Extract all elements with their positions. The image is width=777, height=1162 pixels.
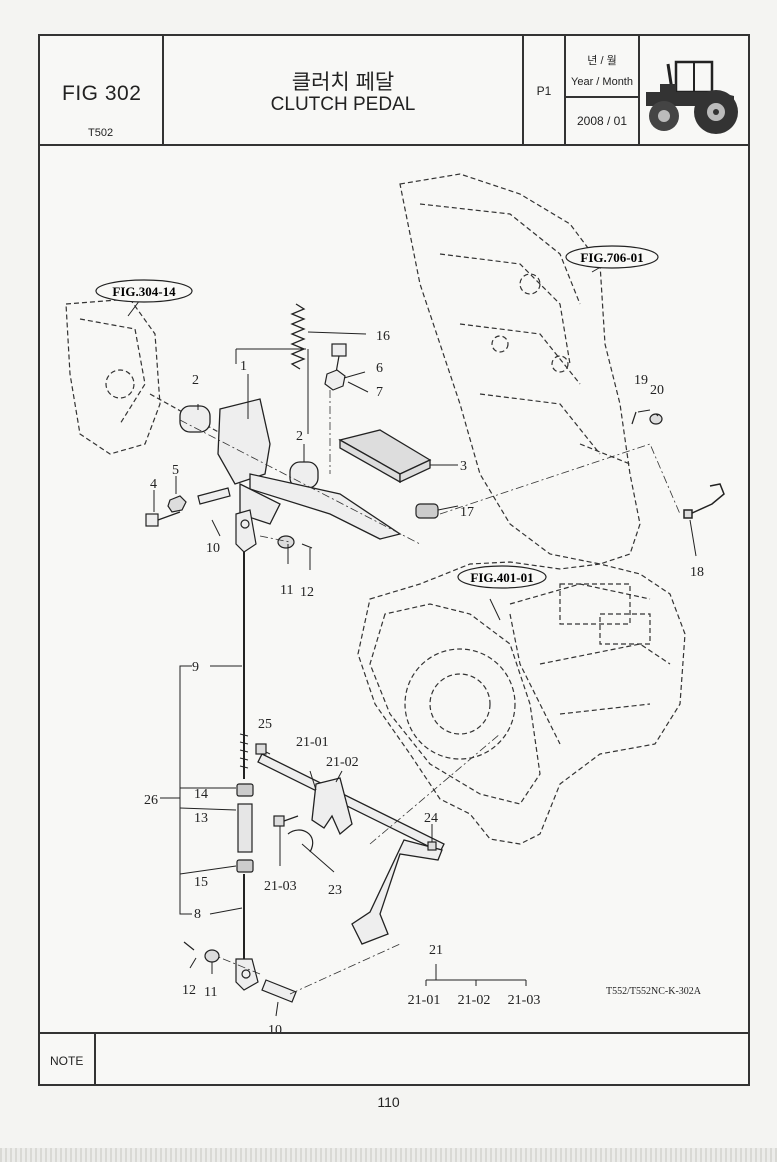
part-label: 13 xyxy=(194,811,208,826)
bolt-4 xyxy=(145,511,181,527)
legend-child: 21-03 xyxy=(508,993,541,1008)
fig-number: FIG 302 xyxy=(62,82,142,105)
nut-7 xyxy=(324,369,346,391)
part-label: 11 xyxy=(280,583,293,598)
part-label: 5 xyxy=(172,463,179,478)
issue-date: 2008 / 01 xyxy=(576,114,628,128)
part-label: 21-02 xyxy=(326,755,359,770)
part-label: 10 xyxy=(206,541,220,556)
pin-24 xyxy=(427,841,437,851)
part-label: 16 xyxy=(376,329,390,344)
part-label: 2 xyxy=(296,429,303,444)
part-label: 8 xyxy=(194,907,201,922)
split-pin-12-bottom xyxy=(183,941,195,951)
clevis-top xyxy=(235,509,257,553)
release-fork xyxy=(311,777,353,836)
part-label: 19 xyxy=(634,373,648,388)
note-label-cell: NOTE xyxy=(40,1034,96,1086)
assembly-centerlines xyxy=(179,390,681,995)
part-label: 11 xyxy=(204,985,217,1000)
legend-parent: 21 xyxy=(429,943,443,958)
washer-11-bottom xyxy=(204,949,220,963)
nut-15 xyxy=(236,859,254,873)
note-label: NOTE xyxy=(50,1054,84,1068)
part-label: 17 xyxy=(460,505,474,520)
year-month-english: Year / Month xyxy=(571,76,633,88)
part-label: 24 xyxy=(424,811,438,826)
part-labels: 1 2 2 3 4 5 6 7 8 9 10 10 11 11 12 12 13… xyxy=(144,329,704,1032)
part-label: 4 xyxy=(150,477,157,492)
year-month-header: 년 / 월 Year / Month xyxy=(566,36,638,98)
pedal-bracket xyxy=(179,398,402,540)
clutch-housing-outline xyxy=(65,298,241,455)
spring-17 xyxy=(415,503,439,519)
part-label: 15 xyxy=(194,875,208,890)
washer-5 xyxy=(167,495,187,513)
bolt-21-03 xyxy=(273,815,299,827)
washer-11-top xyxy=(277,535,295,549)
washer-20 xyxy=(649,413,663,425)
part-label: 21-03 xyxy=(264,879,297,894)
part-label: 21-01 xyxy=(296,735,329,750)
note-row: NOTE xyxy=(40,1032,748,1086)
part-label: 3 xyxy=(460,459,467,474)
page-tag: P1 xyxy=(536,84,552,98)
leader-lines xyxy=(127,256,697,1017)
part-label: 6 xyxy=(376,361,383,376)
date-cell: 년 / 월 Year / Month 2008 / 01 xyxy=(566,36,640,144)
ref-label-401-01: FIG.401-01 xyxy=(470,570,533,585)
legend-child: 21-01 xyxy=(408,993,441,1008)
part-label: 14 xyxy=(194,787,208,802)
title-english: CLUTCH PEDAL xyxy=(270,94,416,115)
page-tag-cell: P1 xyxy=(524,36,566,144)
pedal-pad xyxy=(338,429,432,484)
split-pin-12-top xyxy=(301,543,313,549)
clutch-rod-upper xyxy=(239,552,249,779)
legend-child: 21-02 xyxy=(458,993,491,1008)
tractor-icon xyxy=(646,60,738,134)
part-label: 1 xyxy=(240,359,247,374)
part-label: 12 xyxy=(300,585,314,600)
part-label: 10 xyxy=(268,1023,282,1032)
catalog-sheet: FIG 302 T502 클러치 페달 CLUTCH PEDAL P1 년 / … xyxy=(38,34,750,1086)
title-korean: 클러치 페달 xyxy=(291,71,395,94)
clevis-pin-bottom xyxy=(261,979,297,1003)
page-number: 110 xyxy=(377,1094,400,1110)
part-label: 7 xyxy=(376,385,383,400)
return-spring xyxy=(290,303,306,370)
ref-fig-706-01: FIG.706-01 xyxy=(565,245,659,269)
part-label: 9 xyxy=(192,660,199,675)
header: FIG 302 T502 클러치 페달 CLUTCH PEDAL P1 년 / … xyxy=(40,36,748,146)
ref-label-706-01: FIG.706-01 xyxy=(580,250,643,265)
spring-clip-23 xyxy=(287,829,314,853)
scan-edge xyxy=(0,1148,777,1162)
part-label: 20 xyxy=(650,383,664,398)
transmission-housing-outline xyxy=(357,561,686,845)
clevis-pin-top xyxy=(197,487,231,505)
part-label: 23 xyxy=(328,883,342,898)
ref-label-304-14: FIG.304-14 xyxy=(112,284,176,299)
title-cell: 클러치 페달 CLUTCH PEDAL xyxy=(164,36,524,144)
part-label: 26 xyxy=(144,793,158,808)
clevis-bottom xyxy=(235,958,259,991)
turnbuckle-13 xyxy=(237,803,253,853)
ref-fig-401-01: FIG.401-01 xyxy=(457,565,547,589)
ref-fig-304-14: FIG.304-14 xyxy=(95,279,193,303)
year-month-korean: 년 / 월 xyxy=(587,55,617,67)
part-label: 2 xyxy=(192,373,199,388)
drawing-code: T552/T552NC-K-302A xyxy=(606,986,701,997)
clutch-lever xyxy=(351,839,443,945)
part-label: 18 xyxy=(690,565,704,580)
part-label: 25 xyxy=(258,717,272,732)
exploded-diagram: FIG.304-14 FIG.706-01 FIG.401-01 1 2 2 3… xyxy=(65,173,725,1032)
part-label: 12 xyxy=(182,983,196,998)
bolt-25 xyxy=(255,743,267,755)
nut-14 xyxy=(236,783,254,797)
lift-housing-outline xyxy=(399,173,641,565)
model-code: T502 xyxy=(88,127,114,139)
stopper-rod-18 xyxy=(683,483,725,519)
pin-19 xyxy=(631,411,637,425)
fig-number-cell: FIG 302 T502 xyxy=(40,36,164,144)
assembly-21-legend: 21 21-01 21-02 21-03 xyxy=(408,943,541,1008)
